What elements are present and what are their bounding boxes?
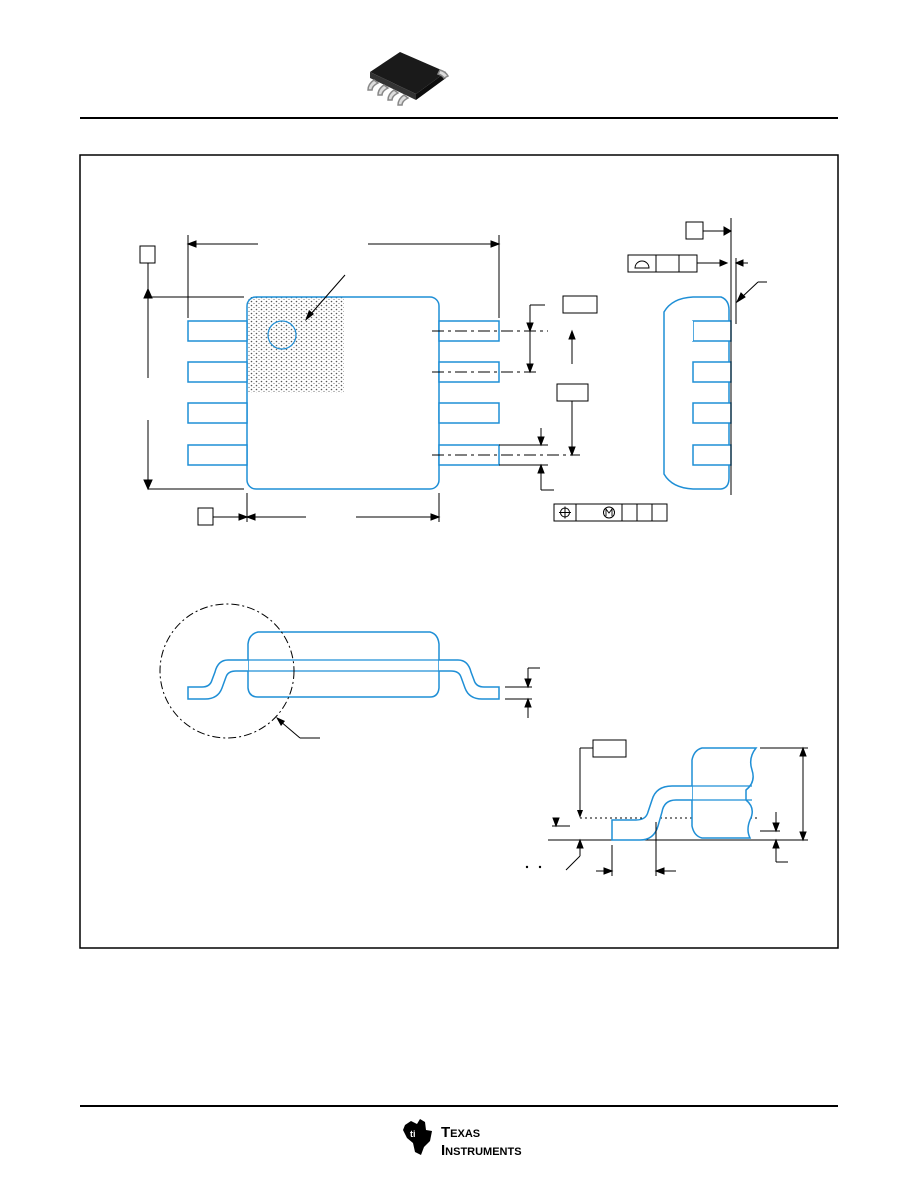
lead-left-3	[187, 402, 248, 424]
pin1-hatch-area	[248, 297, 344, 393]
package-body-front	[247, 631, 440, 698]
ti-logo-icon: ti	[403, 1119, 432, 1155]
angle-annotation	[525, 865, 542, 869]
profile-symbol-icon	[634, 260, 650, 269]
svg-text:ti: ti	[410, 1129, 416, 1139]
seating-plane-leader	[735, 281, 767, 304]
pin1-index-mark	[267, 320, 297, 350]
dimension-foot-length	[596, 822, 676, 876]
dimension-lead-width	[499, 428, 554, 491]
dimension-body-width	[213, 493, 441, 522]
dimension-lead-thickness	[505, 667, 540, 718]
datum-c-leader	[703, 218, 733, 495]
datum-a-box	[139, 245, 156, 264]
dimension-overall-height	[760, 746, 808, 842]
lead-left-1	[187, 320, 248, 342]
flatness-tolerance-frame	[627, 254, 748, 324]
package-body-side	[663, 296, 730, 490]
detail-view	[548, 739, 808, 841]
msop-package-icon	[367, 52, 450, 106]
position-symbol-icon	[559, 506, 571, 519]
dimension-body-length	[143, 263, 244, 491]
dimension-gauge-height	[552, 817, 584, 871]
dimension-overall-width	[186, 235, 501, 318]
dimension-lead-pitch	[432, 295, 598, 457]
detail-body	[691, 747, 758, 839]
side-view-end	[663, 296, 732, 490]
lead-left-2	[187, 361, 248, 383]
top-view	[187, 274, 500, 490]
lead-left-4	[187, 444, 248, 466]
lead-front-left	[187, 659, 248, 700]
brand-line-1: TEXAS	[441, 1124, 480, 1141]
gauge-plane-box	[592, 739, 627, 758]
detail-circle	[159, 603, 295, 739]
datum-c-box	[685, 221, 704, 240]
package-body-top	[246, 296, 440, 490]
datum-b-box	[197, 507, 214, 526]
lead-right-3	[438, 402, 500, 424]
detail-lead	[611, 785, 692, 841]
lead-front-right	[439, 659, 500, 700]
dimension-standoff	[760, 812, 788, 863]
position-tolerance-frame	[553, 503, 668, 522]
mmc-symbol-icon	[603, 506, 615, 519]
brand-line-2: INSTRUMENTS	[441, 1142, 522, 1159]
drawing-frame	[79, 154, 839, 949]
side-view-front	[159, 603, 500, 739]
